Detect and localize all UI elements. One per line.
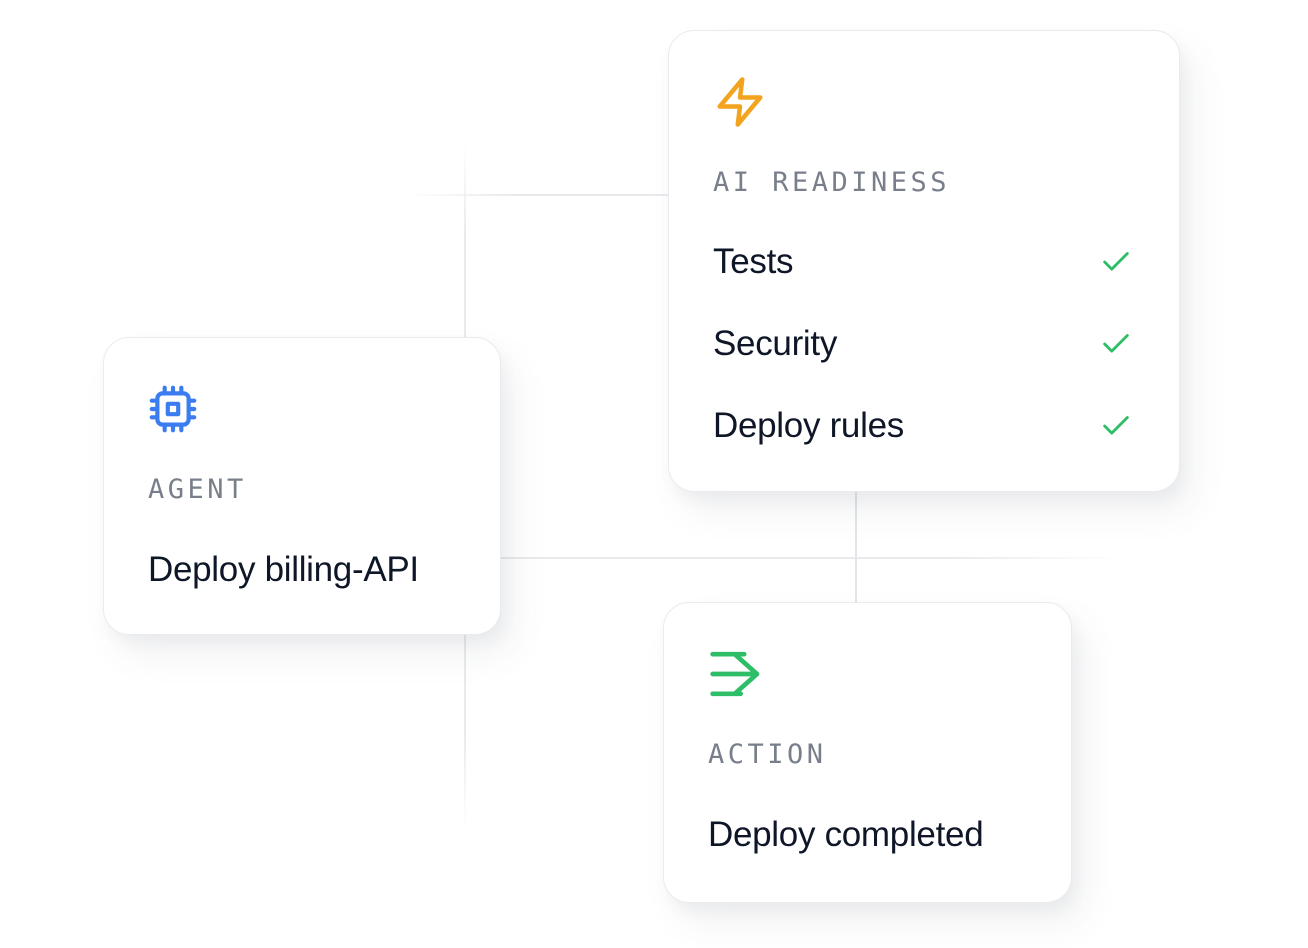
ai-readiness-card: AI READINESS Tests Security Deploy rules xyxy=(668,30,1180,492)
lightning-bolt-icon xyxy=(713,75,1133,129)
agent-card-label: AGENT xyxy=(148,474,247,505)
check-row-tests: Tests xyxy=(713,242,1133,282)
check-icon xyxy=(1099,409,1133,443)
cpu-chip-icon xyxy=(148,382,454,436)
connector-agent-to-readiness xyxy=(406,194,668,196)
check-row-label: Security xyxy=(713,324,838,363)
action-card: ACTION Deploy completed xyxy=(663,602,1072,903)
grid-line-horizontal-middle xyxy=(501,557,1122,559)
arrow-right-icon xyxy=(708,647,1025,701)
action-card-label: ACTION xyxy=(708,739,827,770)
check-row-label: Deploy rules xyxy=(713,406,904,445)
check-row-deploy-rules: Deploy rules xyxy=(713,406,1133,446)
agent-card: AGENT Deploy billing-API xyxy=(103,337,501,635)
check-row-label: Tests xyxy=(713,242,794,281)
ai-readiness-card-label: AI READINESS xyxy=(713,167,951,198)
connector-readiness-to-action xyxy=(855,492,857,604)
agent-card-title: Deploy billing-API xyxy=(148,550,419,589)
check-icon xyxy=(1099,327,1133,361)
readiness-check-list: Tests Security Deploy rules xyxy=(713,242,1133,446)
action-card-title: Deploy completed xyxy=(708,815,984,854)
check-icon xyxy=(1099,245,1133,279)
check-row-security: Security xyxy=(713,324,1133,364)
